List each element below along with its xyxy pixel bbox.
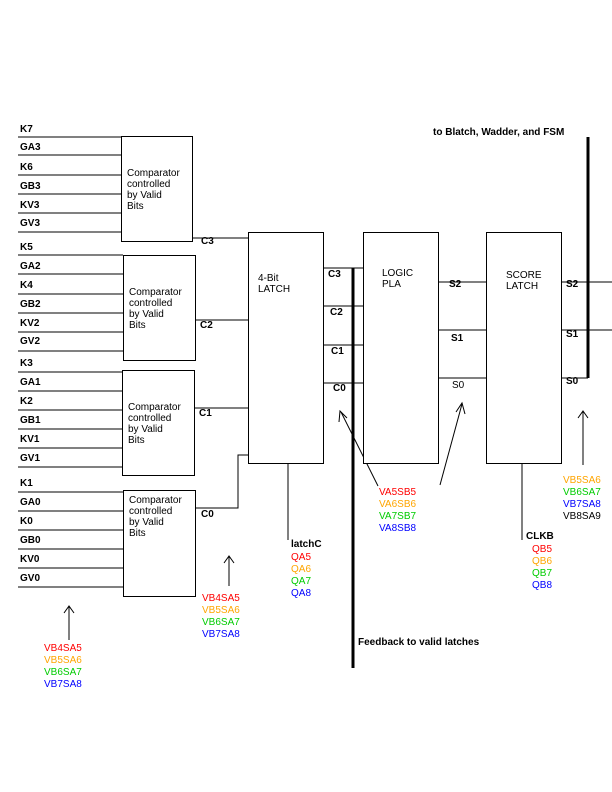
signal-label: VA5SB5 — [379, 487, 417, 498]
signal-label: QA5 — [291, 552, 312, 563]
signal-label: VB7SA8 — [44, 679, 82, 690]
input-label: K5 — [20, 242, 33, 253]
input-label: GB1 — [20, 415, 41, 426]
input-label: GV1 — [20, 453, 41, 464]
score-output-label: S0 — [566, 376, 579, 387]
input-label: K4 — [20, 280, 33, 291]
comparator-label: Comparator controlled by Valid Bits — [129, 495, 182, 539]
score-output-label: S1 — [566, 329, 579, 340]
logic-pla: LOGIC PLA — [363, 232, 439, 464]
latch-title: 4-Bit LATCH — [258, 273, 291, 295]
comparator-box: Comparator controlled by Valid Bits — [123, 490, 196, 597]
input-label: GA0 — [20, 497, 41, 508]
signal-label: VB5SA6 — [44, 655, 82, 666]
input-label: GB3 — [20, 181, 41, 192]
signal-label: VB4SA5 — [44, 643, 82, 654]
pla-output-label: S2 — [449, 279, 462, 290]
latch-output-label: C0 — [333, 383, 346, 394]
input-label: GV3 — [20, 218, 41, 229]
input-label: GA3 — [20, 142, 41, 153]
latch-input-signals: VB4SA5 VB5SA6 VB6SA7 VB7SA8 — [202, 593, 240, 641]
signal-label: VB5SA6 — [563, 475, 601, 486]
input-label: KV2 — [20, 318, 40, 329]
input-label: KV1 — [20, 434, 40, 445]
comparator-label: Comparator controlled by Valid Bits — [127, 168, 180, 212]
pla-output-label: S0 — [452, 380, 465, 391]
pla-title: LOGIC PLA — [382, 268, 414, 290]
signal-label: VB6SA7 — [44, 667, 82, 678]
four-bit-latch: 4-Bit LATCH C3 C2 C1 C0 — [248, 232, 346, 464]
input-label: GA2 — [20, 261, 41, 272]
comparator-box: Comparator controlled by Valid Bits — [122, 370, 195, 476]
signal-label: VA8SB8 — [379, 523, 417, 534]
comparator-output-label: C3 — [201, 236, 214, 247]
signal-label: VB7SA8 — [202, 629, 240, 640]
signal-label: QB7 — [532, 568, 553, 579]
signal-label: QB6 — [532, 556, 553, 567]
score-clock-label: CLKB — [526, 531, 554, 542]
comparator-output-label: C0 — [201, 509, 214, 520]
latch-clock-signals: QA5 QA6 QA7 QA8 — [291, 552, 311, 600]
latch-clock-label: latchC — [291, 539, 322, 550]
signal-label: VB5SA6 — [202, 605, 240, 616]
latch-output-label: C1 — [331, 346, 344, 357]
score-output-label: S2 — [566, 279, 579, 290]
top-note: to Blatch, Wadder, and FSM — [433, 127, 565, 138]
signal-label: VB7SA8 — [563, 499, 601, 510]
score-latch: SCORE LATCH — [486, 232, 562, 464]
signal-label: QA8 — [291, 588, 312, 599]
comparator-label: Comparator controlled by Valid Bits — [128, 402, 181, 446]
latch-output-label: C2 — [330, 307, 343, 318]
input-label: K2 — [20, 396, 33, 407]
score-signals: VB5SA6 VB6SA7 VB7SA8 VB8SA9 — [563, 475, 601, 523]
signal-label: VB6SA7 — [202, 617, 240, 628]
score-latch-title: SCORE LATCH — [506, 270, 542, 292]
comparator-output-label: C2 — [200, 320, 213, 331]
input-label: GB2 — [20, 299, 41, 310]
signal-label: QB8 — [532, 580, 553, 591]
comparator-box: Comparator controlled by Valid Bits — [123, 255, 196, 361]
comparator-signals: VB4SA5 VB5SA6 VB6SA7 VB7SA8 — [44, 643, 82, 691]
input-label: K3 — [20, 358, 33, 369]
input-label: GV2 — [20, 336, 41, 347]
comparator-output-label: C1 — [199, 408, 212, 419]
signal-label: VA7SB7 — [379, 511, 417, 522]
input-label: K0 — [20, 516, 33, 527]
latch-output-label: C3 — [328, 269, 341, 280]
score-clock-signals: QB5 QB6 QB7 QB8 — [532, 544, 552, 592]
input-label: GB0 — [20, 535, 41, 546]
comparator-box: Comparator controlled by Valid Bits — [121, 136, 193, 242]
feedback-note: Feedback to valid latches — [358, 637, 480, 648]
signal-label: QA6 — [291, 564, 312, 575]
signal-label: QA7 — [291, 576, 312, 587]
input-label: K6 — [20, 162, 33, 173]
comparator-label: Comparator controlled by Valid Bits — [129, 287, 182, 331]
input-label: GV0 — [20, 573, 41, 584]
pla-output-label: S1 — [451, 333, 464, 344]
signal-label: VB8SA9 — [563, 511, 601, 522]
input-label: GA1 — [20, 377, 41, 388]
input-label: KV3 — [20, 200, 40, 211]
signal-label: VA6SB6 — [379, 499, 417, 510]
signal-label: VB6SA7 — [563, 487, 601, 498]
input-label: KV0 — [20, 554, 40, 565]
input-label: K7 — [20, 124, 33, 135]
signal-label: QB5 — [532, 544, 553, 555]
pla-signals: VA5SB5 VA6SB6 VA7SB7 VA8SB8 — [379, 487, 416, 535]
signal-label: VB4SA5 — [202, 593, 240, 604]
input-label: K1 — [20, 478, 33, 489]
